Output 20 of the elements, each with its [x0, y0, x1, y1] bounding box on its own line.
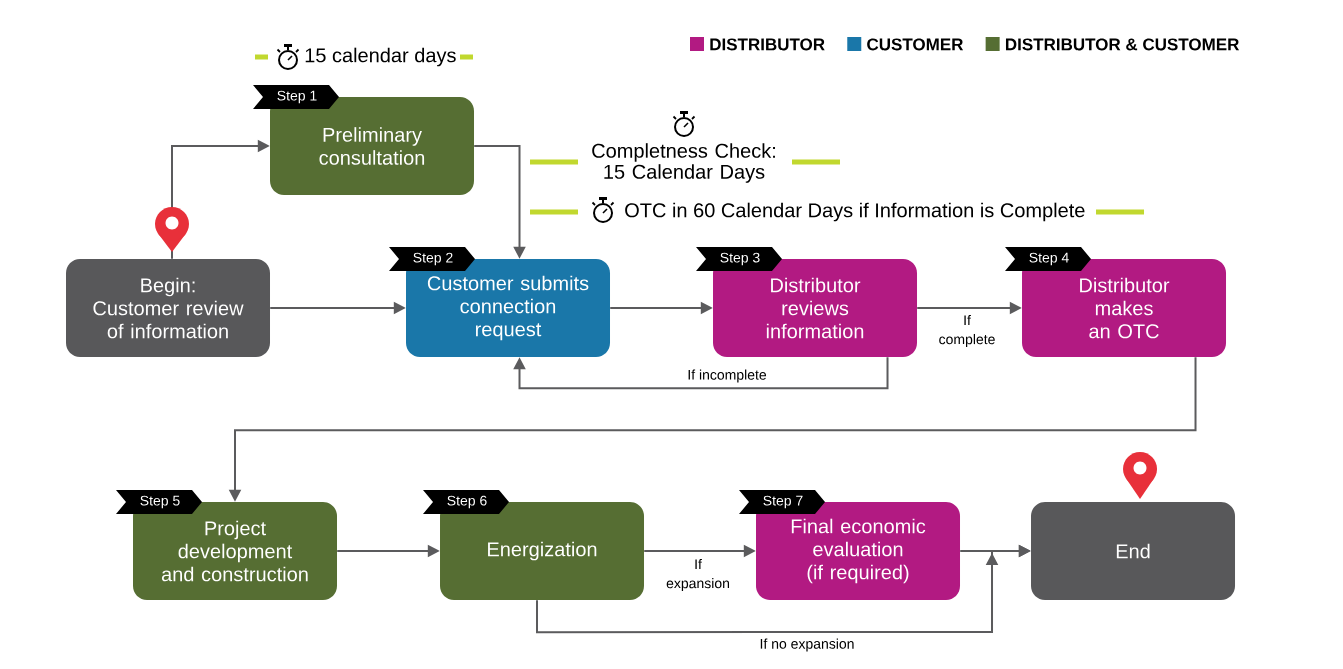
edge-label: If complete — [936, 314, 998, 348]
step-tag: Step 1 — [253, 85, 339, 109]
legend-label: DISTRIBUTOR & CUSTOMER — [1006, 38, 1240, 51]
step-tag: Step 6 — [423, 490, 509, 514]
arrow — [513, 356, 889, 390]
step-tag: Step 7 — [739, 490, 825, 514]
duration-note: Completness Check: 15 Calendar Days — [592, 143, 775, 183]
duration-note: OTC in 60 Calendar Days if Information is Complete — [625, 202, 1085, 222]
legend-label: DISTRIBUTOR — [710, 38, 825, 51]
step-tag: Step 5 — [116, 490, 202, 514]
step-tag: Step 3 — [696, 247, 782, 271]
start-box: Begin: Customer review of information — [66, 259, 270, 357]
edge-label: If incomplete — [686, 368, 768, 384]
step-tag: Step 2 — [389, 247, 475, 271]
legend-label: CUSTOMER — [867, 38, 964, 51]
duration-note: 15 calendar days — [305, 47, 456, 67]
end-box: End — [1031, 502, 1235, 600]
step-tag: Step 4 — [1005, 247, 1091, 271]
edge-label: If expansion — [663, 558, 733, 592]
edge-label: If no expansion — [758, 637, 856, 653]
